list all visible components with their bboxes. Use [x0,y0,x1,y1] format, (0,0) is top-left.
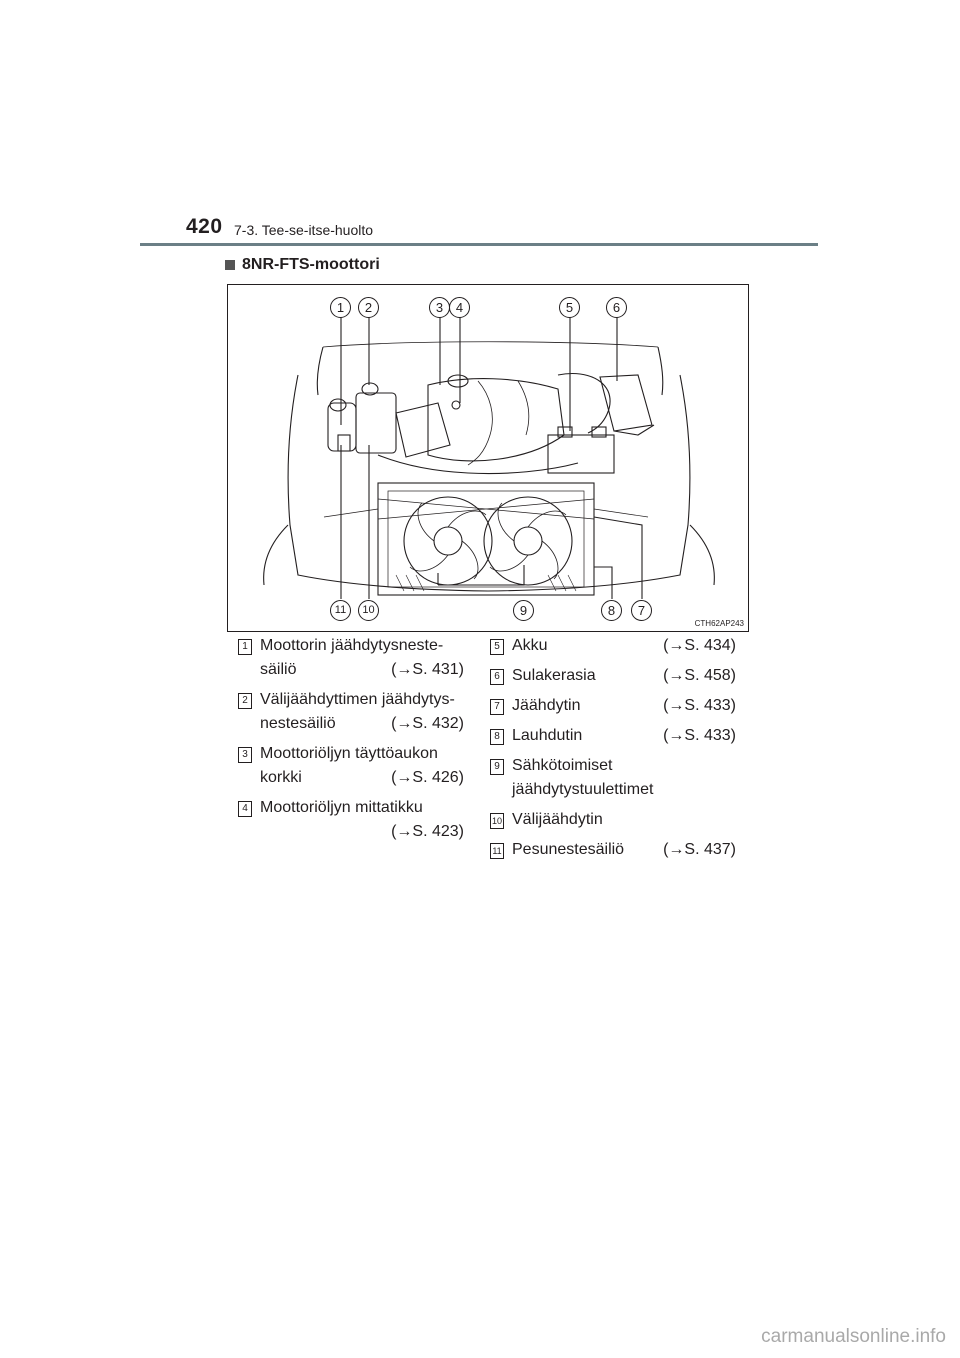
legend-item-9: 9 Sähkötoimiset jäähdytystuulettimet [490,754,736,802]
heading-text: 8NR-FTS-moottori [242,256,380,273]
legend-text: Välijäähdytin [512,811,603,828]
engine-bay-figure: 1 2 3 4 5 6 7 8 9 10 11 CTH62AP243 [227,284,749,632]
callout-3: 3 [429,297,450,318]
callout-11: 11 [330,600,351,621]
legend-text: Moottoriöljyn mittatikku [260,799,423,816]
legend-text: korkki [260,769,302,786]
legend-number: 2 [238,693,252,709]
legend-text: Akku [512,637,548,654]
legend-number: 11 [490,843,504,859]
legend-number: 7 [490,699,504,715]
legend-text: Sulakerasia [512,667,596,684]
legend-text: Jäähdytin [512,697,581,714]
callout-5: 5 [559,297,580,318]
section-heading: 8NR-FTS-moottori [225,256,380,274]
legend-item-10: 10 Välijäähdytin [490,808,736,832]
legend-number: 4 [238,801,252,817]
legend-text: Moottoriöljyn täyttöaukon [260,745,438,762]
page-reference: (→S. 458) [663,667,736,684]
legend-right-column: 5 Akku (→S. 434) 6 Sulakerasia (→S. 458)… [490,634,736,868]
legend-text: säiliö [260,661,297,678]
page-number: 420 [186,215,223,238]
legend-text: Välijäähdyttimen jäähdytys- [260,691,455,708]
legend-number: 3 [238,747,252,763]
callout-10: 10 [358,600,379,621]
figure-code: CTH62AP243 [694,619,744,628]
watermark: carmanualsonline.info [761,1326,946,1347]
legend-item-5: 5 Akku (→S. 434) [490,634,736,658]
callout-2: 2 [358,297,379,318]
page-reference: (→S. 423) [391,823,464,840]
legend-text: Moottorin jäähdytysneste- [260,637,444,654]
page-reference: (→S. 433) [663,697,736,714]
legend-item-7: 7 Jäähdytin (→S. 433) [490,694,736,718]
callout-9: 9 [513,600,534,621]
heading-square-icon [225,260,235,270]
callout-1: 1 [330,297,351,318]
legend-left-column: 1 Moottorin jäähdytysneste- säiliö (→S. … [238,634,464,850]
legend-item-3: 3 Moottoriöljyn täyttöaukon korkki (→S. … [238,742,464,790]
page-reference: (→S. 433) [663,727,736,744]
legend-text: jäähdytystuulettimet [512,781,654,798]
legend-number: 6 [490,669,504,685]
legend-text: Sähkötoimiset [512,757,613,774]
legend-number: 1 [238,639,252,655]
callout-8: 8 [601,600,622,621]
legend-item-6: 6 Sulakerasia (→S. 458) [490,664,736,688]
legend-item-4: 4 Moottoriöljyn mittatikku (→S. 423) [238,796,464,844]
legend-number: 5 [490,639,504,655]
engine-bay-illustration [263,317,715,599]
section-title: 7-3. Tee-se-itse-huolto [234,222,374,238]
legend-number: 9 [490,759,504,775]
callout-6: 6 [606,297,627,318]
page-reference: (→S. 431) [391,661,464,678]
legend-item-8: 8 Lauhdutin (→S. 433) [490,724,736,748]
page-reference: (→S. 437) [663,841,736,858]
page-reference: (→S. 434) [663,637,736,654]
callout-7: 7 [631,600,652,621]
legend-number: 10 [490,813,504,829]
legend-item-1: 1 Moottorin jäähdytysneste- säiliö (→S. … [238,634,464,682]
page-reference: (→S. 432) [391,715,464,732]
legend-item-11: 11 Pesunestesäiliö (→S. 437) [490,838,736,862]
legend-number: 8 [490,729,504,745]
callout-4: 4 [449,297,470,318]
legend-text: Lauhdutin [512,727,583,744]
legend-text: nestesäiliö [260,715,336,732]
legend-item-2: 2 Välijäähdyttimen jäähdytys- nestesäili… [238,688,464,736]
legend-text: Pesunestesäiliö [512,841,625,858]
page-reference: (→S. 426) [391,769,464,786]
header-rule [140,243,818,246]
